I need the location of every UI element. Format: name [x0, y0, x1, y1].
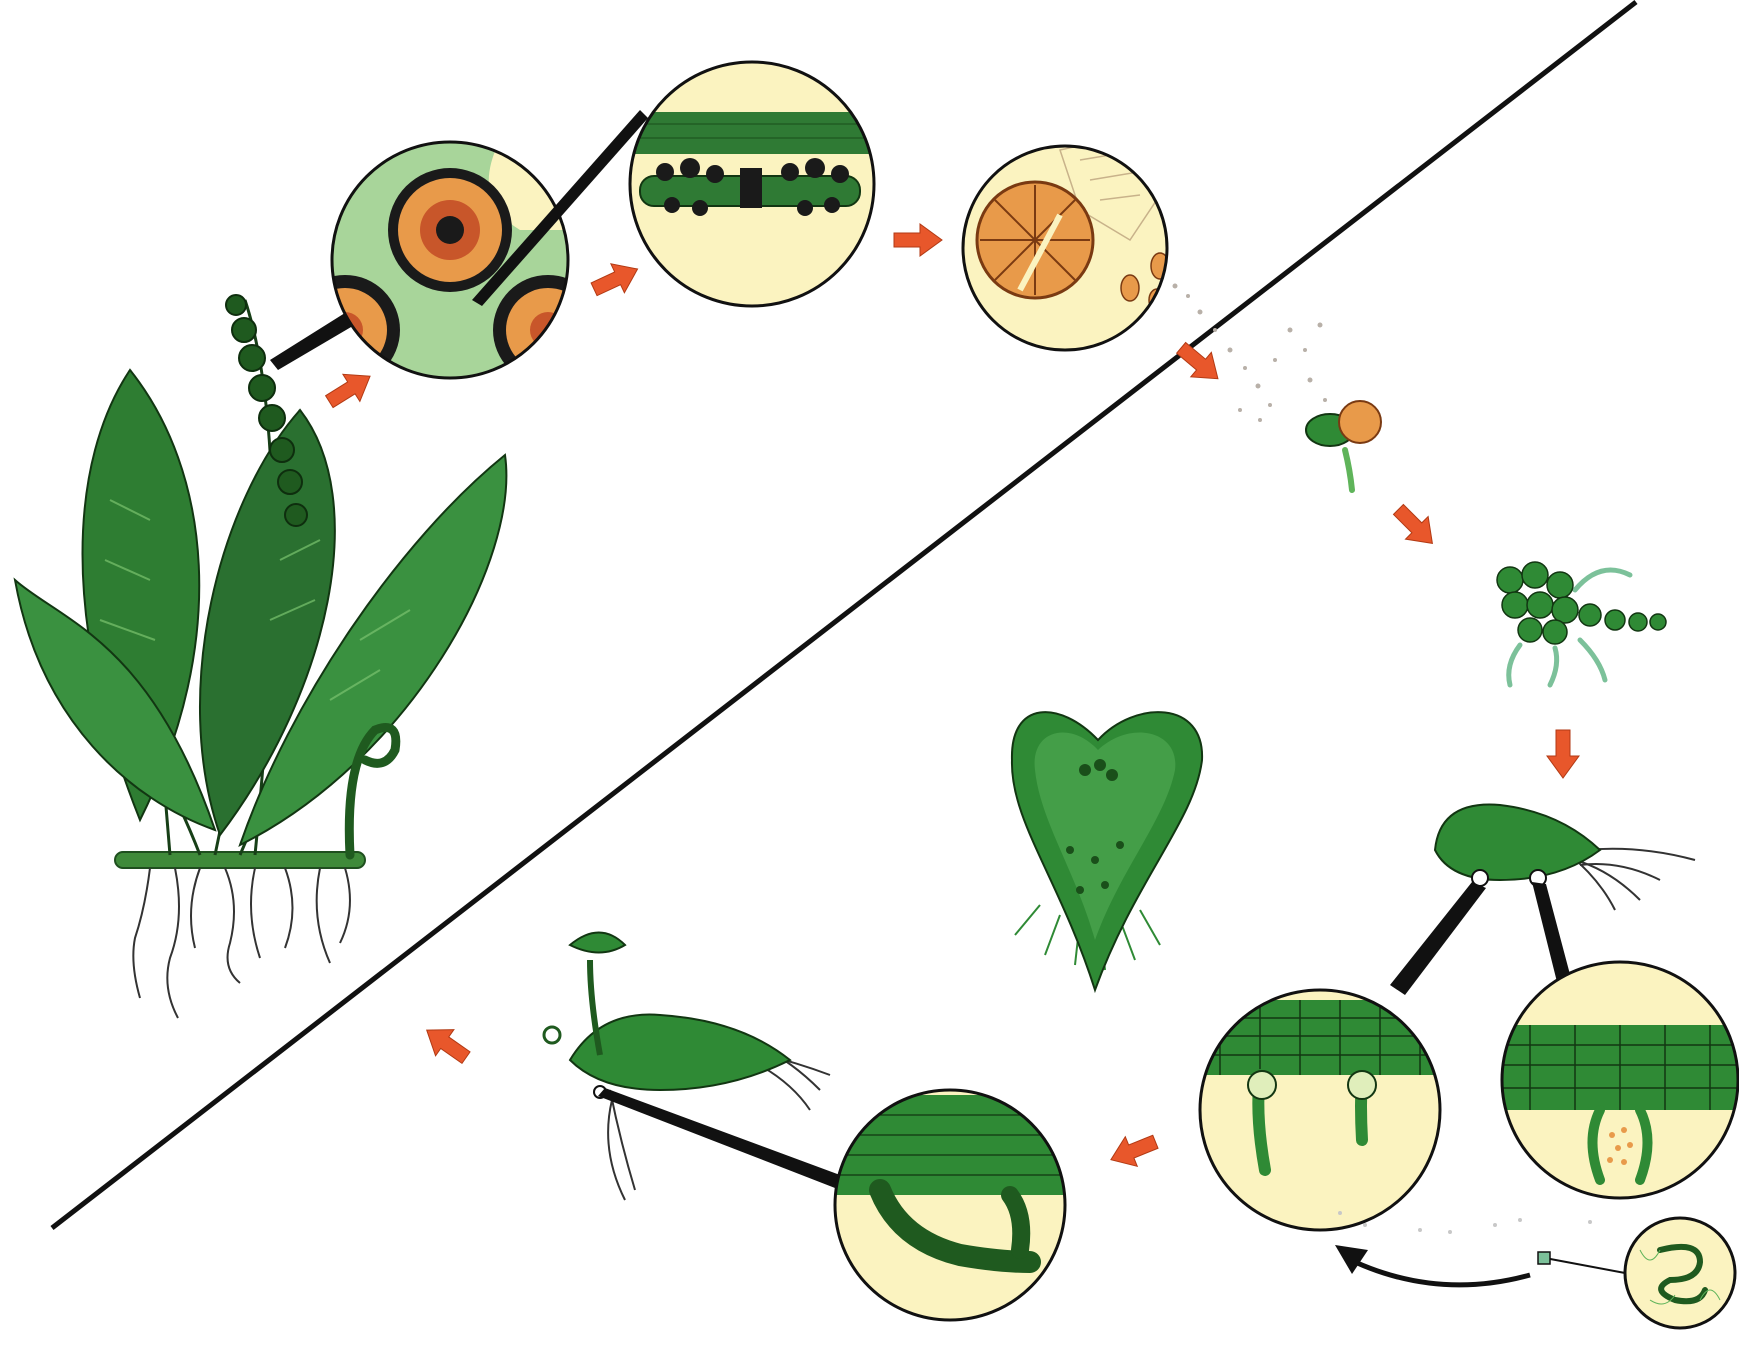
arrow-spore-to-young-prothallus: [1387, 498, 1444, 555]
arrow-sorus-to-section: [587, 255, 644, 304]
fertilization-arrow-head: [1335, 1245, 1368, 1274]
embryo-magnifier-icon: [830, 1090, 1070, 1320]
arrow-section-to-sporangium: [894, 224, 942, 256]
heart-gametophyte-icon: [1012, 712, 1202, 990]
arrow-archegonia-to-embryo: [1105, 1127, 1161, 1175]
arrow-young-sporophyte-to-fern: [418, 1017, 476, 1071]
arrow-sporangium-to-spores: [1171, 336, 1228, 391]
sorus-magnifier-icon: [290, 140, 603, 385]
fertilization-arrow: [1355, 1262, 1530, 1285]
arrow-fern-to-sorus: [321, 363, 379, 416]
archegonia-magnifier-icon: [1190, 990, 1450, 1230]
fern-sporophyte-icon: [15, 295, 506, 1018]
antheridium-magnifier-icon: [1495, 962, 1739, 1198]
arrow-young-to-prothallus: [1547, 730, 1579, 778]
sperm-magnifier-icon: [1538, 1218, 1735, 1328]
sporangium-magnifier-icon: [963, 130, 1170, 350]
germinating-spore-icon: [1306, 401, 1381, 490]
zoom-pointer-antheridium: [1532, 882, 1572, 986]
young-prothallus-icon: [1497, 562, 1666, 685]
frond-section-magnifier-icon: [620, 62, 890, 306]
zoom-pointer-archegonia: [1390, 882, 1486, 995]
